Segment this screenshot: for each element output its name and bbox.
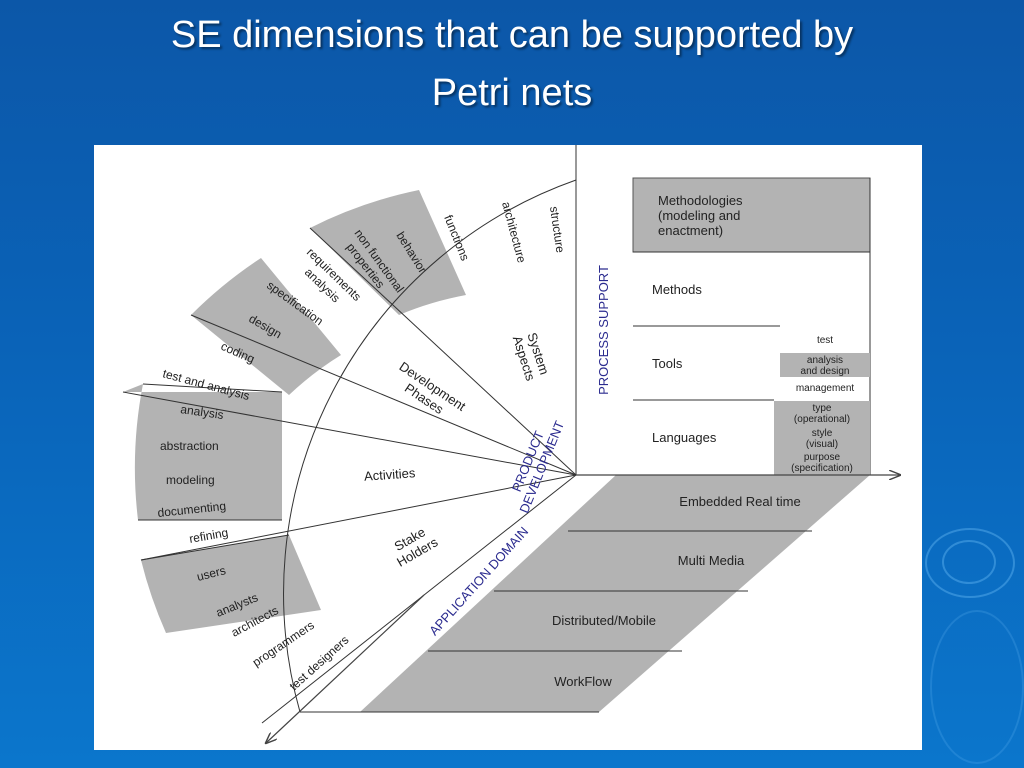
methodologies-box xyxy=(632,177,871,253)
band-analysis-documenting xyxy=(123,384,282,520)
tools-sub-test: test xyxy=(817,335,833,346)
title-line-1: SE dimensions that can be supported by xyxy=(170,14,854,56)
item-modeling: modeling xyxy=(166,473,215,487)
axis-arrows xyxy=(266,475,900,743)
item-users: users xyxy=(195,563,227,584)
methodologies-line-3: enactment) xyxy=(658,223,723,238)
methodologies-line-1: Methodologies xyxy=(658,193,743,208)
decorative-swirl-3 xyxy=(930,610,1024,764)
tools-analysis-box xyxy=(780,353,870,377)
item-activity-analysis: analysis xyxy=(180,402,225,422)
fan-gray-bands xyxy=(123,190,466,633)
domain-embedded-label: Embedded Real time xyxy=(679,494,800,509)
fan-outline xyxy=(122,179,577,724)
languages-sub-type-2: (operational) xyxy=(794,414,850,425)
domain-distributed-label: Distributed/Mobile xyxy=(552,613,656,628)
languages-label: Languages xyxy=(652,430,717,445)
band-behavior xyxy=(310,190,466,315)
tools-sub-analysis-2: and design xyxy=(801,366,850,377)
domain-workflow-label: WorkFlow xyxy=(554,674,612,689)
languages-sub-purpose-2: (specification) xyxy=(791,463,853,474)
methods-label: Methods xyxy=(652,282,702,297)
item-abstraction: abstraction xyxy=(160,439,219,453)
item-architecture: architecture xyxy=(499,200,529,264)
sector-activities: Activities xyxy=(364,465,417,484)
languages-sub-style-2: (visual) xyxy=(806,439,838,450)
methodologies-line-2: (modeling and xyxy=(658,208,740,223)
languages-sub-type-1: type xyxy=(813,403,832,414)
tools-sub-management: management xyxy=(796,383,855,394)
slide-title: SE dimensions that can be supported by P… xyxy=(0,6,1024,122)
title-line-2: Petri nets xyxy=(431,72,593,114)
languages-sub-style-1: style xyxy=(812,428,833,439)
tools-sub-analysis-1: analysis xyxy=(807,355,843,366)
band-specification-design xyxy=(191,258,341,395)
languages-sublevels-box xyxy=(774,401,870,475)
domain-axis-arrow xyxy=(266,594,425,743)
languages-sub-purpose-1: purpose xyxy=(804,452,841,463)
band-users-analysts xyxy=(141,535,321,633)
item-refining: refining xyxy=(188,525,229,546)
decorative-swirl-2 xyxy=(925,528,1015,598)
tools-label: Tools xyxy=(652,356,683,371)
item-structure: structure xyxy=(547,205,567,253)
diagram-panel: Methodologies (modeling and enactment) M… xyxy=(94,145,922,750)
process-support-axis-label: PROCESS SUPPORT xyxy=(596,265,611,395)
application-domain-dividers xyxy=(300,530,812,713)
application-domain-band xyxy=(360,475,870,712)
domain-multimedia-label: Multi Media xyxy=(678,553,745,568)
se-dimensions-diagram: Methodologies (modeling and enactment) M… xyxy=(122,145,922,750)
